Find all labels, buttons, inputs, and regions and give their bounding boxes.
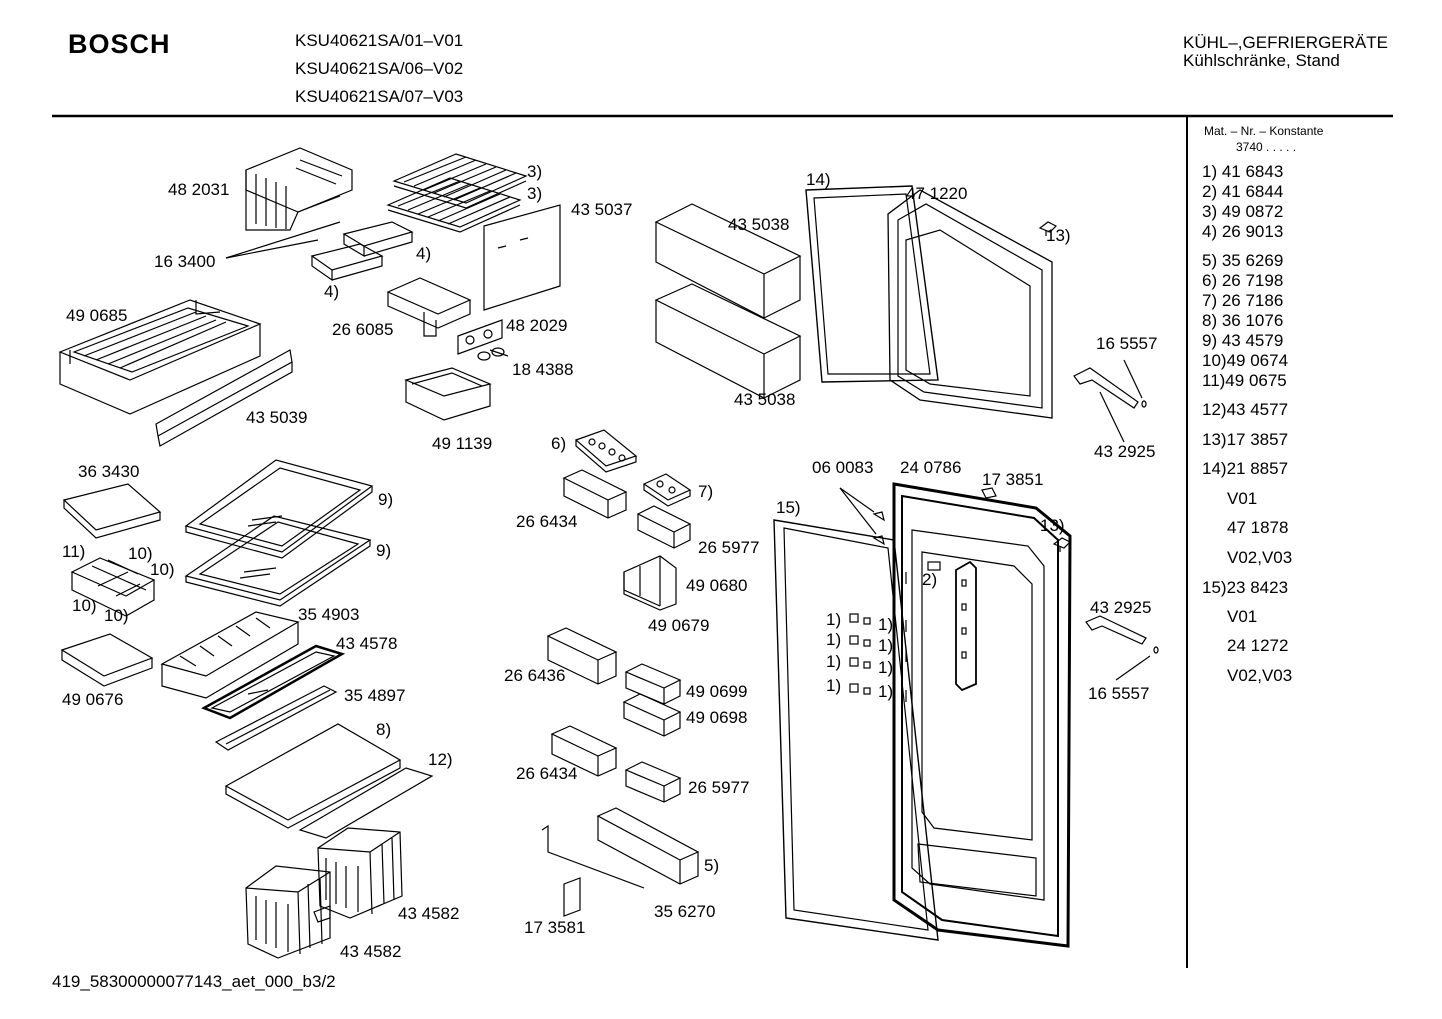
model-number-3: KSU40621SA/07–V03 bbox=[295, 87, 464, 106]
label-49-1139: 49 1139 bbox=[432, 434, 493, 453]
label-14: 14) bbox=[806, 170, 831, 189]
label-1-b: 1) bbox=[878, 615, 894, 634]
label-16-3400: 16 3400 bbox=[154, 252, 216, 271]
label-43-5038-a: 43 5038 bbox=[728, 215, 790, 234]
legend-item: 1) 41 6843 bbox=[1202, 162, 1284, 181]
label-1-f: 1) bbox=[878, 658, 894, 677]
label-18-4388: 18 4388 bbox=[512, 360, 574, 379]
label-49-0679: 49 0679 bbox=[648, 616, 710, 635]
label-49-0698: 49 0698 bbox=[686, 708, 748, 727]
legend-item: 15)23 8423 bbox=[1202, 578, 1289, 597]
label-10-a: 10) bbox=[128, 544, 153, 563]
label-47-1220: 47 1220 bbox=[906, 184, 968, 203]
label-24-0786: 24 0786 bbox=[900, 458, 962, 477]
label-43-2925-b: 43 2925 bbox=[1090, 598, 1152, 617]
legend-item: 2) 41 6844 bbox=[1202, 182, 1284, 201]
label-49-0699: 49 0699 bbox=[686, 682, 748, 701]
legend-item: 11)49 0675 bbox=[1202, 371, 1287, 390]
sidebar-constant: 3740 . . . . . bbox=[1236, 140, 1297, 154]
label-48-2029: 48 2029 bbox=[506, 316, 568, 335]
category-line-2: Kühlschränke, Stand bbox=[1183, 51, 1340, 70]
label-35-6270: 35 6270 bbox=[654, 902, 716, 921]
label-9-a: 9) bbox=[378, 490, 394, 509]
label-43-2925-a: 43 2925 bbox=[1094, 442, 1156, 461]
label-43-4578: 43 4578 bbox=[336, 634, 398, 653]
label-36-3430: 36 3430 bbox=[78, 462, 140, 481]
legend-item: 13)17 3857 bbox=[1202, 430, 1289, 449]
legend-item: 10)49 0674 bbox=[1202, 351, 1289, 370]
label-26-5977-b: 26 5977 bbox=[688, 778, 750, 797]
label-1-h: 1) bbox=[878, 682, 894, 701]
legend-item: 9) 43 4579 bbox=[1202, 331, 1284, 350]
label-1-c: 1) bbox=[826, 630, 842, 649]
label-26-6434-b: 26 6434 bbox=[516, 764, 578, 783]
label-35-4903: 35 4903 bbox=[298, 605, 360, 624]
label-1-a: 1) bbox=[826, 610, 842, 629]
label-16-5557-a: 16 5557 bbox=[1096, 334, 1158, 353]
model-number-2: KSU40621SA/06–V02 bbox=[295, 59, 464, 78]
legend-item: 4) 26 9013 bbox=[1202, 222, 1284, 241]
label-10-c: 10) bbox=[72, 596, 97, 615]
legend-item: 12)43 4577 bbox=[1202, 400, 1289, 419]
footer-document-code: 419_58300000077143_aet_000_b bbox=[52, 972, 312, 991]
label-9-b: 9) bbox=[376, 541, 392, 560]
label-26-6436: 26 6436 bbox=[504, 666, 566, 685]
label-6: 6) bbox=[551, 434, 567, 453]
label-1-g: 1) bbox=[826, 676, 842, 695]
label-10-b: 10) bbox=[150, 560, 175, 579]
label-4-b: 4) bbox=[324, 282, 340, 301]
legend-item: 6) 26 7198 bbox=[1202, 271, 1284, 290]
label-17-3851: 17 3851 bbox=[982, 470, 1044, 489]
category-line-1: KÜHL–,GEFRIERGERÄTE bbox=[1183, 33, 1388, 52]
label-35-4897: 35 4897 bbox=[344, 686, 406, 705]
label-43-4582-a: 43 4582 bbox=[398, 904, 460, 923]
legend-item: 3) 49 0872 bbox=[1202, 202, 1284, 221]
label-7: 7) bbox=[698, 482, 714, 501]
label-2: 2) bbox=[922, 570, 938, 589]
label-1-d: 1) bbox=[878, 636, 894, 655]
legend-item: 5) 35 6269 bbox=[1202, 251, 1284, 270]
legend-item: 8) 36 1076 bbox=[1202, 311, 1284, 330]
label-13-b: 13) bbox=[1040, 516, 1065, 535]
legend-item: V02,V03 bbox=[1227, 548, 1293, 567]
label-1-e: 1) bbox=[826, 652, 842, 671]
label-49-0685: 49 0685 bbox=[66, 306, 128, 325]
label-11: 11) bbox=[62, 542, 86, 561]
label-43-5038-b: 43 5038 bbox=[734, 390, 796, 409]
footer-code: 419_58300000077143_aet_000_b3/2 bbox=[52, 972, 336, 992]
legend-item: V02,V03 bbox=[1227, 666, 1293, 685]
sidebar-title: Mat. – Nr. – Konstante bbox=[1204, 124, 1324, 138]
label-43-4582-b: 43 4582 bbox=[340, 942, 402, 961]
label-15: 15) bbox=[776, 498, 801, 517]
label-26-6434-a: 26 6434 bbox=[516, 512, 578, 531]
label-13-a: 13) bbox=[1046, 226, 1071, 245]
legend-item: 24 1272 bbox=[1227, 636, 1289, 655]
label-3-b: 3) bbox=[527, 184, 543, 203]
label-49-0680: 49 0680 bbox=[686, 576, 748, 595]
label-06-0083: 06 0083 bbox=[812, 458, 874, 477]
label-43-5037: 43 5037 bbox=[571, 200, 633, 219]
legend-item: V01 bbox=[1227, 489, 1258, 508]
legend-item: V01 bbox=[1227, 607, 1258, 626]
footer-page-number: 3/2 bbox=[312, 972, 336, 991]
label-12: 12) bbox=[428, 750, 453, 769]
model-number-1: KSU40621SA/01–V01 bbox=[295, 31, 464, 50]
label-26-6085: 26 6085 bbox=[332, 320, 394, 339]
label-48-2031: 48 2031 bbox=[168, 180, 230, 199]
label-16-5557-b: 16 5557 bbox=[1088, 684, 1150, 703]
label-8: 8) bbox=[376, 720, 392, 739]
label-4-a: 4) bbox=[416, 244, 432, 263]
label-26-5977-a: 26 5977 bbox=[698, 538, 760, 557]
label-49-0676: 49 0676 bbox=[62, 690, 124, 709]
label-10-d: 10) bbox=[104, 606, 129, 625]
brand-logo: BOSCH bbox=[68, 29, 171, 59]
legend-item: 14)21 8857 bbox=[1202, 459, 1289, 478]
legend-item: 47 1878 bbox=[1227, 518, 1289, 537]
label-5: 5) bbox=[704, 856, 720, 875]
label-17-3581: 17 3581 bbox=[524, 918, 586, 937]
label-3-a: 3) bbox=[527, 162, 543, 181]
legend-item: 7) 26 7186 bbox=[1202, 291, 1284, 310]
label-43-5039: 43 5039 bbox=[246, 408, 308, 427]
